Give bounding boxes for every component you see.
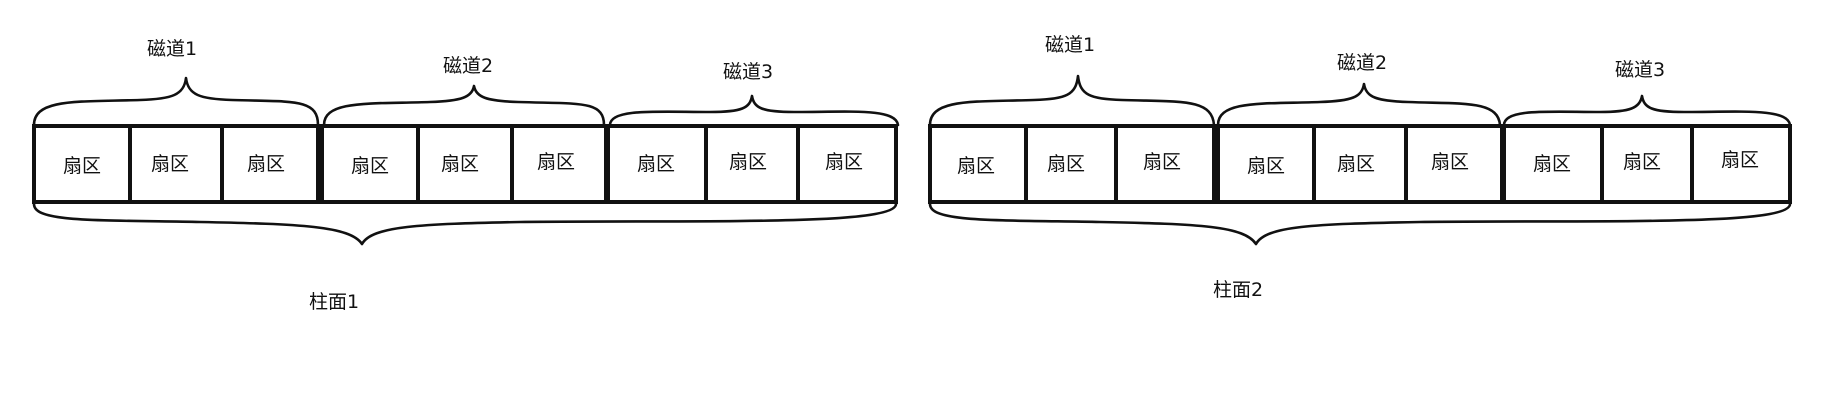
track-2 [320, 124, 608, 204]
sector-label: 扇区 [637, 153, 675, 175]
sector-box [220, 124, 320, 204]
track-label: 磁道3 [723, 61, 773, 83]
track-label: 磁道3 [1615, 59, 1665, 81]
cylinder-1-brace [32, 202, 898, 246]
track-1-brace [32, 76, 320, 127]
sector-label: 扇区 [825, 151, 863, 173]
sector-label: 扇区 [1143, 151, 1181, 173]
track-label: 磁道2 [443, 55, 493, 77]
sector-box [1114, 124, 1216, 204]
sector-label: 扇区 [351, 155, 389, 177]
sector-label: 扇区 [1623, 151, 1661, 173]
track-2-brace [1216, 82, 1502, 127]
cylinder-label: 柱面2 [1213, 279, 1263, 301]
cylinder-2-brace [928, 202, 1792, 246]
sector-label: 扇区 [1431, 151, 1469, 173]
track-label: 磁道1 [1045, 34, 1095, 56]
sector-box [1690, 124, 1792, 204]
track-1 [32, 124, 320, 204]
track-3 [606, 124, 898, 204]
track-1 [928, 124, 1216, 204]
sector-box [796, 124, 898, 204]
sector-label: 扇区 [63, 155, 101, 177]
sector-label: 扇区 [151, 153, 189, 175]
sector-label: 扇区 [441, 153, 479, 175]
sector-label: 扇区 [247, 153, 285, 175]
sector-label: 扇区 [1533, 153, 1571, 175]
sector-label: 扇区 [729, 151, 767, 173]
track-3-brace [1502, 94, 1792, 127]
sector-label: 扇区 [1721, 149, 1759, 171]
sector-label: 扇区 [957, 155, 995, 177]
sector-label: 扇区 [1047, 153, 1085, 175]
sector-label: 扇区 [537, 151, 575, 173]
track-label: 磁道1 [147, 38, 197, 60]
sector-label: 扇区 [1247, 155, 1285, 177]
cylinder-label: 柱面1 [309, 291, 359, 313]
track-2-brace [322, 84, 606, 127]
track-3 [1502, 124, 1792, 204]
cylinder-1: 扇区 扇区 扇区 扇区 扇区 扇区 扇区 扇区 扇区 磁道1 磁道2 磁道3 柱… [32, 38, 900, 313]
track-3-brace [608, 94, 900, 127]
sector-label: 扇区 [1337, 153, 1375, 175]
cylinder-2: 扇区 扇区 扇区 扇区 扇区 扇区 扇区 扇区 扇区 磁道1 磁道2 磁道3 柱… [928, 34, 1792, 301]
track-1-brace [928, 74, 1216, 127]
track-2 [1216, 124, 1504, 204]
track-label: 磁道2 [1337, 52, 1387, 74]
